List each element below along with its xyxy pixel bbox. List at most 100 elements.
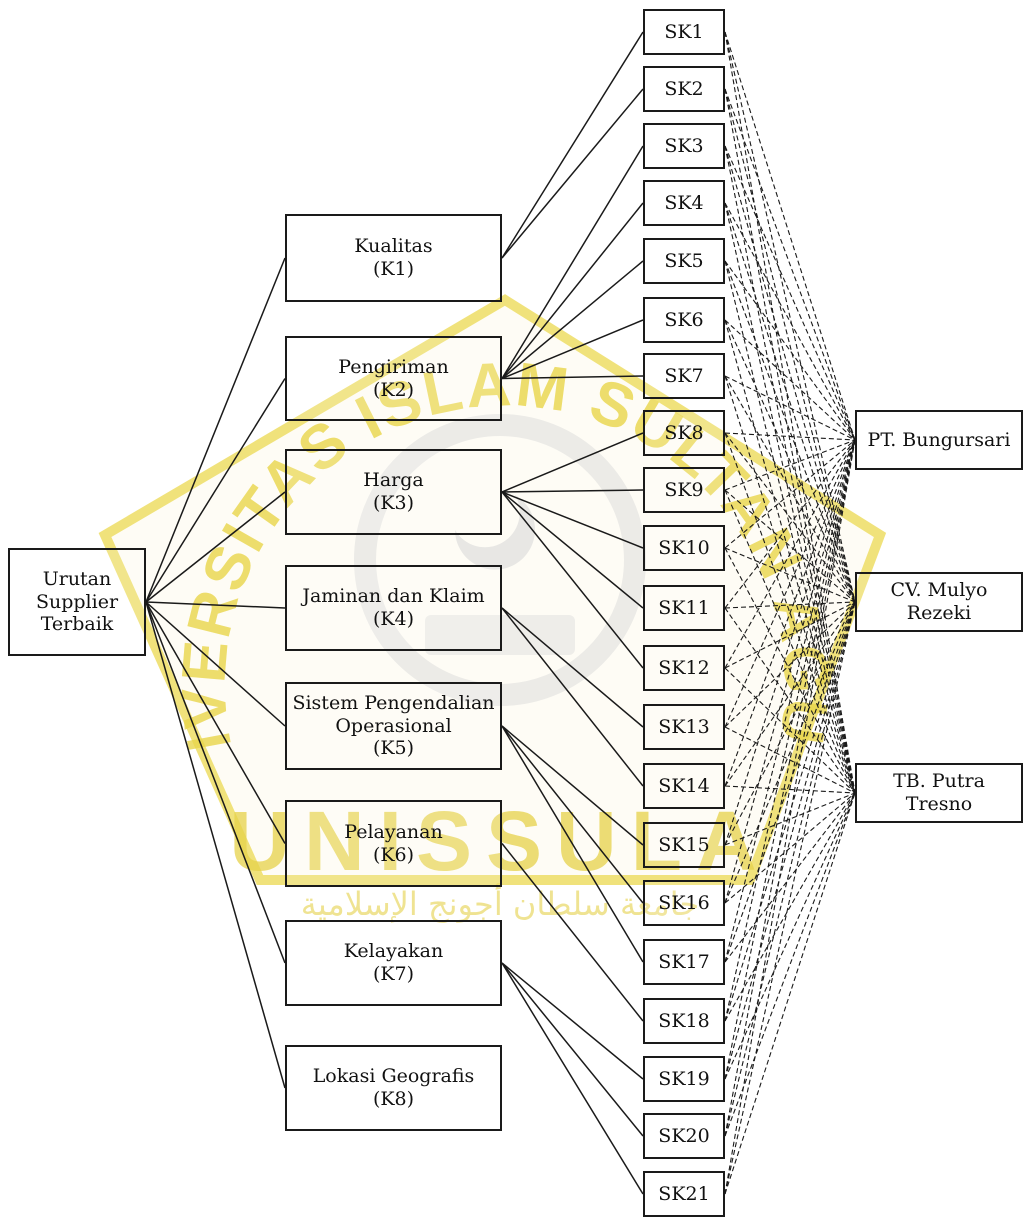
edge-sk17-a3 — [724, 792, 856, 963]
edge-sk4-a3 — [724, 202, 856, 794]
edge-k5-sk15 — [501, 725, 644, 846]
subcriterion-sk14: SK14 — [643, 763, 725, 809]
alternative-a2-label: CV. Mulyo — [890, 579, 988, 602]
edge-sk12-a2 — [724, 601, 856, 669]
edge-goal-k1 — [145, 257, 286, 603]
edge-k2-sk3 — [501, 145, 644, 379]
edge-k2-sk7 — [501, 375, 644, 380]
edge-sk4-a1 — [724, 202, 856, 441]
edge-sk8-a2 — [724, 432, 856, 603]
criterion-k8-label: (K8) — [372, 1088, 415, 1110]
criterion-k8-label: Lokasi Geografis — [312, 1065, 475, 1088]
edge-sk14-a1 — [724, 439, 856, 787]
edge-k7-sk19 — [501, 962, 644, 1080]
subcriterion-sk21: SK21 — [643, 1171, 725, 1217]
edge-sk9-a2 — [724, 489, 856, 603]
edge-sk16-a3 — [724, 792, 856, 904]
edge-sk8-a1 — [724, 432, 856, 441]
subcriterion-sk16: SK16 — [643, 880, 725, 926]
edge-sk6-a1 — [724, 319, 856, 441]
edge-sk16-a2 — [724, 601, 856, 904]
alternative-a2-label: Rezeki — [906, 602, 972, 624]
subcriterion-sk12: SK12 — [643, 645, 725, 691]
edge-sk5-a1 — [724, 260, 856, 441]
edge-k3-sk11 — [501, 491, 644, 609]
criterion-k3: Harga(K3) — [285, 449, 502, 535]
edge-sk16-a1 — [724, 439, 856, 904]
edge-sk13-a3 — [724, 726, 856, 794]
edge-k3-sk12 — [501, 491, 644, 669]
edge-k3-sk8 — [501, 432, 644, 493]
edge-sk7-a1 — [724, 375, 856, 441]
edge-sk3-a3 — [724, 145, 856, 794]
goal-node-label: Urutan — [42, 567, 112, 590]
edge-k2-sk6 — [501, 319, 644, 380]
edge-goal-k4 — [145, 601, 286, 609]
edge-k1-sk1 — [501, 31, 644, 259]
subcriterion-sk8: SK8 — [643, 410, 725, 456]
criterion-k7-label: (K7) — [372, 963, 415, 985]
subcriterion-sk1: SK1 — [643, 9, 725, 55]
criterion-k6: Pelayanan(K6) — [285, 800, 502, 887]
criterion-k7-label: Kelayakan — [343, 940, 444, 963]
alternative-a1: PT. Bungursari — [855, 410, 1023, 470]
edge-sk7-a2 — [724, 375, 856, 603]
edge-sk6-a3 — [724, 319, 856, 794]
criterion-k4-label: (K4) — [372, 608, 415, 630]
subcriterion-sk20: SK20 — [643, 1113, 725, 1159]
edge-sk1-a3 — [724, 31, 856, 794]
criterion-k4: Jaminan dan Klaim(K4) — [285, 565, 502, 651]
criterion-k6-label: Pelayanan — [344, 820, 443, 843]
edge-goal-k8 — [145, 601, 286, 1089]
edge-sk6-a2 — [724, 319, 856, 603]
subcriterion-sk15: SK15 — [643, 822, 725, 868]
edge-sk4-a2 — [724, 202, 856, 603]
subcriterion-sk4: SK4 — [643, 180, 725, 226]
edge-sk1-a1 — [724, 31, 856, 441]
alternative-a3-label: TB. Putra — [893, 770, 985, 793]
edge-sk10-a1 — [724, 439, 856, 549]
criterion-k5-label: (K5) — [372, 737, 415, 760]
criterion-k2: Pengiriman(K2) — [285, 336, 502, 421]
criterion-k5-label: Sistem Pengendalian — [292, 691, 495, 714]
subcriterion-sk7: SK7 — [643, 353, 725, 399]
alternative-a1-label: PT. Bungursari — [867, 428, 1011, 451]
subcriterion-sk2: SK2 — [643, 66, 725, 112]
edge-sk15-a3 — [724, 792, 856, 846]
edge-k5-sk16 — [501, 725, 644, 904]
criterion-k6-label: (K6) — [372, 843, 415, 866]
edge-sk18-a1 — [724, 439, 856, 1022]
edge-goal-k3 — [145, 491, 286, 603]
subcriterion-sk18: SK18 — [643, 998, 725, 1044]
edge-goal-k6 — [145, 601, 286, 844]
subcriterion-sk5: SK5 — [643, 238, 725, 284]
edge-sk12-a1 — [724, 439, 856, 669]
criterion-k7: Kelayakan(K7) — [285, 920, 502, 1006]
edge-sk19-a3 — [724, 792, 856, 1080]
subcriterion-sk17: SK17 — [643, 939, 725, 985]
criterion-k3-label: Harga — [363, 469, 424, 492]
edge-sk9-a3 — [724, 489, 856, 794]
edge-sk19-a1 — [724, 439, 856, 1080]
criterion-k5-label: Operasional — [335, 714, 452, 737]
edge-sk13-a1 — [724, 439, 856, 728]
criterion-k1-label: Kualitas — [354, 235, 433, 258]
edge-sk5-a3 — [724, 260, 856, 794]
edge-sk17-a1 — [724, 439, 856, 963]
edge-sk20-a2 — [724, 601, 856, 1137]
edge-sk2-a1 — [724, 88, 856, 441]
criterion-k8: Lokasi Geografis(K8) — [285, 1045, 502, 1131]
edge-k3-sk10 — [501, 491, 644, 549]
edge-k1-sk2 — [501, 88, 644, 259]
edge-sk1-a2 — [724, 31, 856, 603]
edge-sk20-a3 — [724, 792, 856, 1137]
edge-k4-sk14 — [501, 607, 644, 787]
subcriterion-sk19: SK19 — [643, 1056, 725, 1102]
edge-k7-sk21 — [501, 962, 644, 1195]
edge-k4-sk13 — [501, 607, 644, 728]
edge-sk13-a2 — [724, 601, 856, 728]
subcriterion-sk9: SK9 — [643, 467, 725, 513]
